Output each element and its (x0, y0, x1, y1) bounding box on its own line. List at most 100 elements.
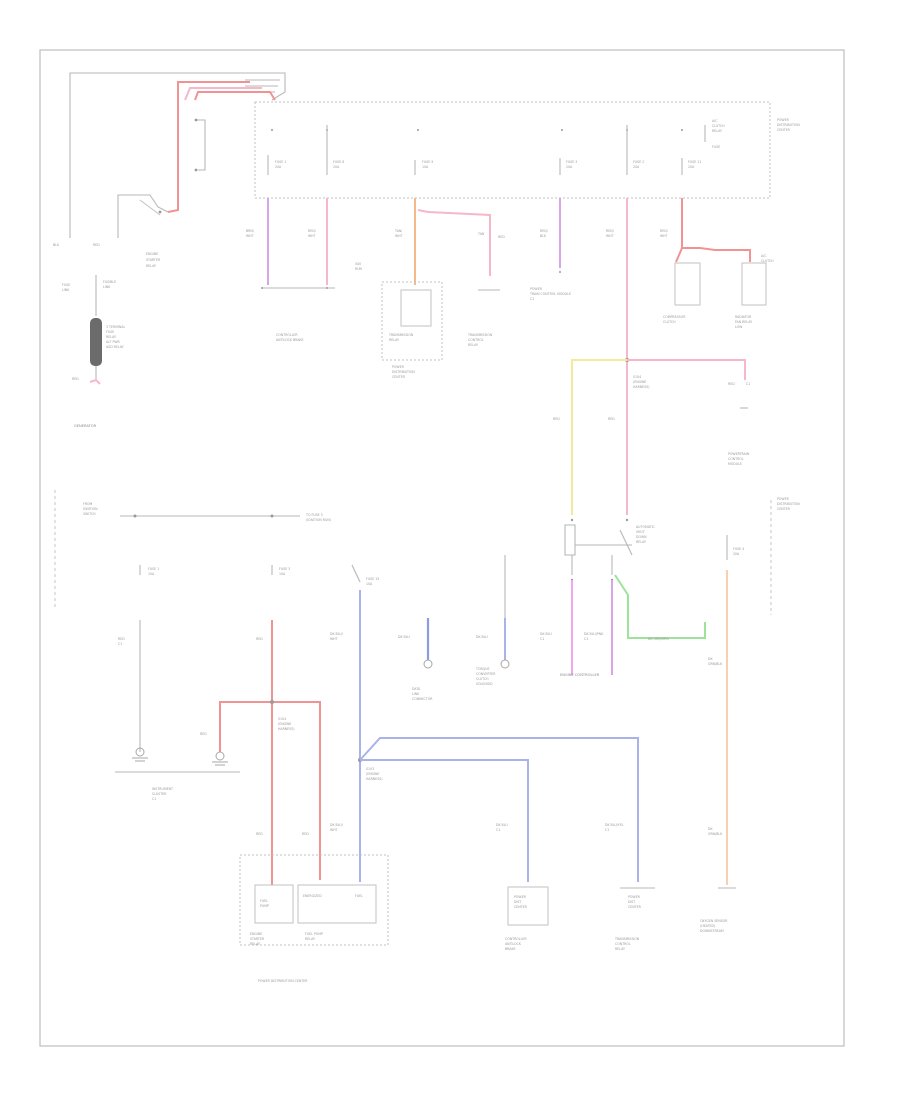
svg-text:FUSE 1: FUSE 1 (148, 567, 159, 571)
svg-text:HARNESS): HARNESS) (278, 727, 294, 731)
svg-text:WHT: WHT (330, 828, 338, 832)
svg-text:BLK: BLK (53, 243, 60, 247)
svg-text:3 TERMINAL: 3 TERMINAL (106, 325, 125, 329)
svg-text:DIST: DIST (628, 900, 635, 904)
svg-text:DISTRIBUTION: DISTRIBUTION (777, 502, 800, 506)
svg-text:DK GRN/ORG: DK GRN/ORG (648, 637, 669, 641)
svg-text:DK BLU: DK BLU (496, 823, 508, 827)
svg-text:20A: 20A (275, 165, 282, 169)
svg-text:ASD RELAY: ASD RELAY (106, 345, 124, 349)
svg-text:STARTER: STARTER (250, 937, 265, 941)
svg-text:TRANSMISSION: TRANSMISSION (467, 333, 493, 337)
svg-text:CENTER: CENTER (514, 905, 528, 909)
svg-text:FUSE 11: FUSE 11 (688, 160, 701, 164)
svg-text:WHT: WHT (395, 234, 403, 238)
svg-text:DOWNSTREAM: DOWNSTREAM (700, 929, 724, 933)
svg-text:RUN: RUN (355, 267, 363, 271)
svg-text:CONTROL: CONTROL (615, 942, 631, 946)
svg-text:COMPRESSOR: COMPRESSOR (663, 315, 686, 319)
svg-text:FUEL: FUEL (355, 894, 363, 898)
svg-text:FUSE 6: FUSE 6 (333, 160, 344, 164)
svg-text:LINK: LINK (62, 288, 70, 292)
svg-text:20A: 20A (633, 165, 640, 169)
svg-text:PUMP: PUMP (260, 904, 269, 908)
svg-text:FUSE 3: FUSE 3 (566, 160, 577, 164)
svg-text:DK BLU/YEL: DK BLU/YEL (605, 823, 624, 827)
svg-text:FUSE 1: FUSE 1 (275, 160, 286, 164)
svg-text:HARNESS): HARNESS) (633, 385, 649, 389)
svg-text:OXYGEN SENSOR: OXYGEN SENSOR (700, 919, 728, 923)
svg-text:A/C: A/C (712, 119, 718, 123)
svg-text:POWER: POWER (530, 287, 543, 291)
svg-text:RED: RED (256, 637, 263, 641)
svg-text:RED/: RED/ (540, 229, 549, 233)
svg-text:BRAKE: BRAKE (505, 947, 516, 951)
svg-text:GENERATOR: GENERATOR (74, 424, 97, 428)
svg-text:(ENGINE: (ENGINE (278, 722, 291, 726)
svg-text:INSTRUMENT: INSTRUMENT (152, 787, 173, 791)
svg-text:SOLENOID: SOLENOID (476, 682, 493, 686)
svg-text:WHT: WHT (660, 234, 668, 238)
svg-text:DIST: DIST (514, 900, 521, 904)
svg-text:10A: 10A (279, 572, 286, 576)
svg-text:DK BLU/: DK BLU/ (330, 632, 344, 636)
svg-text:C1: C1 (605, 828, 609, 832)
svg-text:RELAY: RELAY (712, 129, 722, 133)
svg-text:CLUTCH: CLUTCH (476, 677, 489, 681)
svg-text:WHT: WHT (330, 637, 338, 641)
svg-text:ENGINE: ENGINE (146, 252, 158, 256)
svg-text:ALT PWR: ALT PWR (106, 340, 121, 344)
battery-feed-group: ENGINE STARTER RELAY BLK RED FUSE LINK F… (53, 72, 286, 428)
svg-text:(ENGINE: (ENGINE (633, 380, 646, 384)
svg-text:POWER DISTRIBUTION CENTER: POWER DISTRIBUTION CENTER (258, 979, 308, 983)
svg-text:S103: S103 (366, 767, 374, 771)
svg-text:RED/: RED/ (606, 229, 615, 233)
svg-text:POWER: POWER (392, 365, 405, 369)
svg-text:(IGNITION RUN): (IGNITION RUN) (306, 518, 331, 522)
svg-text:POWER: POWER (514, 895, 527, 899)
svg-text:ANTILOCK: ANTILOCK (505, 942, 522, 946)
svg-text:CENTER: CENTER (777, 507, 791, 511)
svg-text:20A: 20A (688, 165, 695, 169)
svg-text:TO FUSE 3: TO FUSE 3 (305, 513, 323, 517)
svg-text:ENERGIZED: ENERGIZED (303, 894, 322, 898)
svg-text:C1: C1 (530, 297, 534, 301)
svg-text:RED: RED (118, 637, 125, 641)
svg-text:CONTROLLER: CONTROLLER (276, 333, 298, 337)
svg-text:DK BLU/: DK BLU/ (330, 823, 344, 827)
svg-text:SWITCH: SWITCH (83, 512, 96, 516)
diagram-frame (39, 49, 845, 1047)
svg-text:SHUT: SHUT (636, 530, 645, 534)
svg-text:RELAY: RELAY (106, 335, 116, 339)
svg-text:TAN: TAN (477, 232, 485, 236)
svg-text:BLK: BLK (540, 234, 547, 238)
svg-text:RED: RED (302, 832, 309, 836)
svg-text:FUSE 2: FUSE 2 (633, 160, 644, 164)
svg-text:CENTER: CENTER (392, 375, 406, 379)
svg-text:CLUSTER: CLUSTER (152, 792, 167, 796)
svg-text:C1: C1 (746, 382, 750, 386)
svg-text:FUSIBLE: FUSIBLE (103, 280, 116, 284)
svg-text:DK BLU: DK BLU (476, 635, 488, 639)
svg-text:CENTER: CENTER (628, 905, 642, 909)
pdc-outputs: BRN/WHT RED/WHT CONTROLLER ANTILOCK BRAK… (246, 198, 774, 515)
svg-text:CONTROL: CONTROL (468, 338, 484, 342)
svg-text:TRAIN CONTROL MODULE: TRAIN CONTROL MODULE (529, 292, 571, 296)
svg-text:RED: RED (200, 732, 207, 736)
svg-text:CENTER: CENTER (777, 128, 791, 132)
svg-text:S104: S104 (278, 717, 286, 721)
svg-text:20A: 20A (333, 165, 340, 169)
svg-text:RELAY: RELAY (146, 264, 156, 268)
svg-text:CONTROL: CONTROL (728, 457, 744, 461)
svg-text:CONNECTOR: CONNECTOR (412, 697, 433, 701)
svg-text:DK BLU/PNK: DK BLU/PNK (584, 632, 604, 636)
svg-text:POWER: POWER (777, 497, 790, 501)
svg-text:ENGINE CONTROLLER: ENGINE CONTROLLER (560, 673, 600, 677)
svg-text:DK BLU: DK BLU (540, 632, 552, 636)
svg-text:FUSE 9: FUSE 9 (422, 160, 433, 164)
